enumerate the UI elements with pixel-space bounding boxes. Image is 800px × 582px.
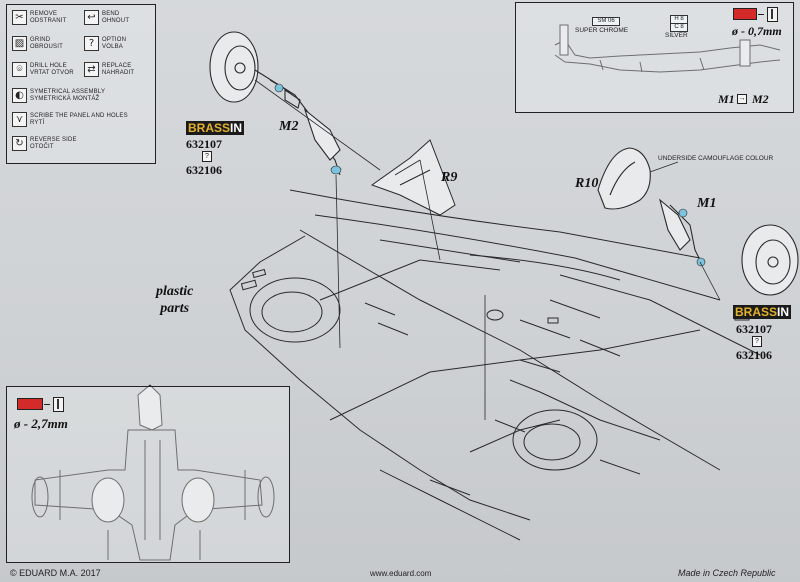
drill-size-small: ø - 0,7mm — [732, 24, 782, 38]
brassin-code-right-1: 632107 — [736, 322, 772, 336]
legend-label: DRILL HOLE VRTAT OTVOR — [30, 63, 74, 76]
arrow-icon: → — [737, 94, 747, 104]
plastic-parts-label: plastic parts — [156, 284, 194, 316]
symmetry-icon: ◐ — [12, 88, 27, 103]
sm06-tag: SM 06 — [592, 17, 620, 26]
inset-m2-label: M2 — [752, 92, 769, 106]
drill-bit-icon-large — [53, 397, 64, 412]
option-icon: ? — [84, 36, 99, 51]
legend-label: SYMETRICAL ASSEMBLY SYMETRICKÁ MONTÁŽ — [30, 89, 106, 102]
drill-color-swatch-large — [17, 398, 43, 410]
part-r10-label: R10 — [575, 176, 599, 191]
inset-bottom-left — [6, 386, 290, 563]
drill-icon: ⌾ — [12, 62, 27, 77]
option-mark-left: ? — [202, 151, 212, 162]
brassin-code-left-1: 632107 — [186, 137, 222, 151]
legend-label: SCRIBE THE PANEL AND HOLES RYTÍ — [30, 113, 128, 126]
replace-icon: ⇄ — [84, 62, 99, 77]
c8-tag: C 8 — [670, 23, 688, 32]
legend-box — [6, 4, 156, 164]
legend-label: REVERSE SIDE OTOČIT — [30, 137, 77, 150]
part-m1-label: M1 — [697, 196, 717, 211]
footer-origin: Made in Czech Republic — [678, 568, 776, 578]
bend-icon: ↩ — [84, 10, 99, 25]
scribe-icon: ⋎ — [12, 112, 27, 127]
super-chrome-label: SUPER CHROME — [575, 27, 629, 34]
part-m2-label: M2 — [279, 119, 299, 134]
brassin-logo-left: BRASSIN — [186, 121, 245, 135]
part-r9-label: R9 — [441, 170, 458, 185]
inset-top-right — [515, 2, 794, 113]
footer-copyright: © EDUARD M.A. 2017 — [10, 568, 101, 578]
option-mark-right: ? — [752, 336, 762, 347]
remove-icon: ✂ — [12, 10, 27, 25]
brassin-logo-right: BRASSIN — [733, 305, 792, 319]
drill-color-swatch — [733, 8, 757, 20]
silver-label: SILVER — [665, 32, 688, 39]
footer-website: www.eduard.com — [370, 569, 432, 578]
drill-bit-icon — [767, 7, 778, 22]
underside-camouflage-note: UNDERSIDE CAMOUFLAGE COLOUR — [658, 155, 774, 162]
legend-label: GRIND OBROUSIT — [30, 37, 63, 50]
grind-icon: ▨ — [12, 36, 27, 51]
brassin-code-left-2: 632106 — [186, 163, 222, 177]
brassin-code-right-2: 632106 — [736, 348, 772, 362]
dash-mark-large — [44, 404, 50, 405]
legend-label: REMOVE ODSTRANIT — [30, 11, 67, 24]
legend-label: OPTION VOLBA — [102, 37, 127, 50]
dash-mark — [758, 14, 764, 15]
drill-size-large: ø - 2,7mm — [14, 416, 68, 431]
inset-m1-label: M1 — [718, 92, 735, 106]
legend-label: BEND OHNOUT — [102, 11, 130, 24]
reverse-icon: ↻ — [12, 136, 27, 151]
legend-label: REPLACE NAHRADIT — [102, 63, 135, 76]
